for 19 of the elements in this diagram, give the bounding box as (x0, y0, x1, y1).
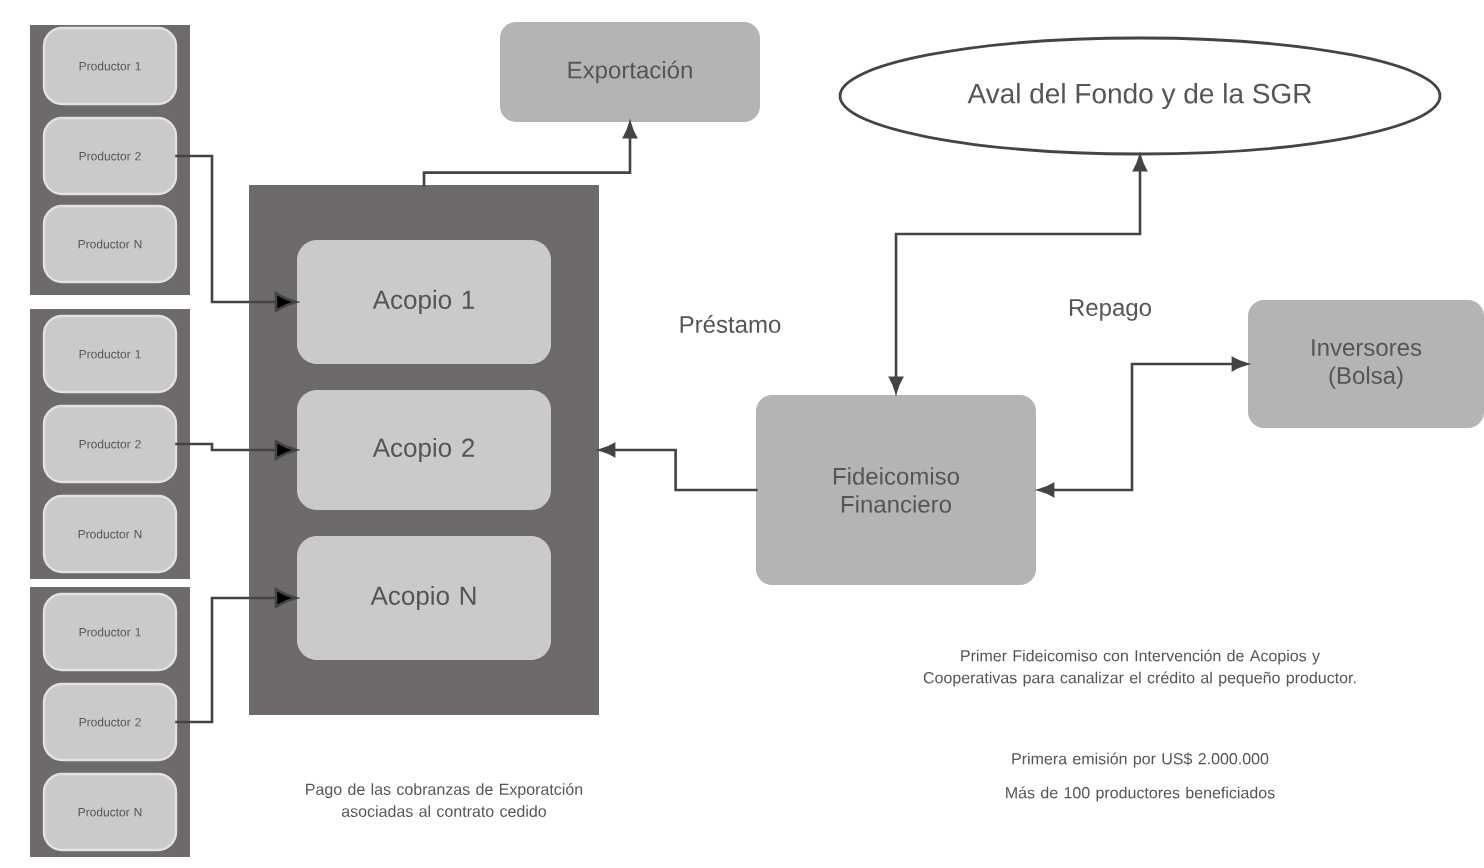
arrow (175, 154, 298, 312)
note-text: Primera emisión por US$ 2.000.000 (1012, 752, 1269, 768)
note-text: Más de 100 productores beneficiados (1006, 786, 1275, 802)
caption-text: Pago de las cobranzas de Exporatción asociadas al contrato cedido (306, 783, 583, 817)
arrow (175, 440, 298, 460)
note-text: Primer Fideicomiso con Intervención de Acopios y Cooperativas para canalizar el crédito al pequeño productor. (923, 649, 1356, 687)
arrow (1038, 357, 1248, 497)
collection-box: Acopio 1 (297, 240, 551, 364)
arrow (889, 155, 1147, 393)
loan-label: Préstamo (680, 315, 781, 333)
arrow (422, 122, 637, 187)
collection-box: Acopio 2 (297, 390, 551, 510)
arrow (175, 588, 298, 724)
export-box: Exportación (500, 22, 760, 122)
repayment-label: Repago (1069, 299, 1151, 321)
investors-box: Inversores (Bolsa) (1248, 300, 1484, 428)
arrow (599, 443, 758, 492)
collection-box: Acopio N (297, 536, 551, 660)
trust-box: Fideicomiso Financiero (756, 395, 1036, 585)
